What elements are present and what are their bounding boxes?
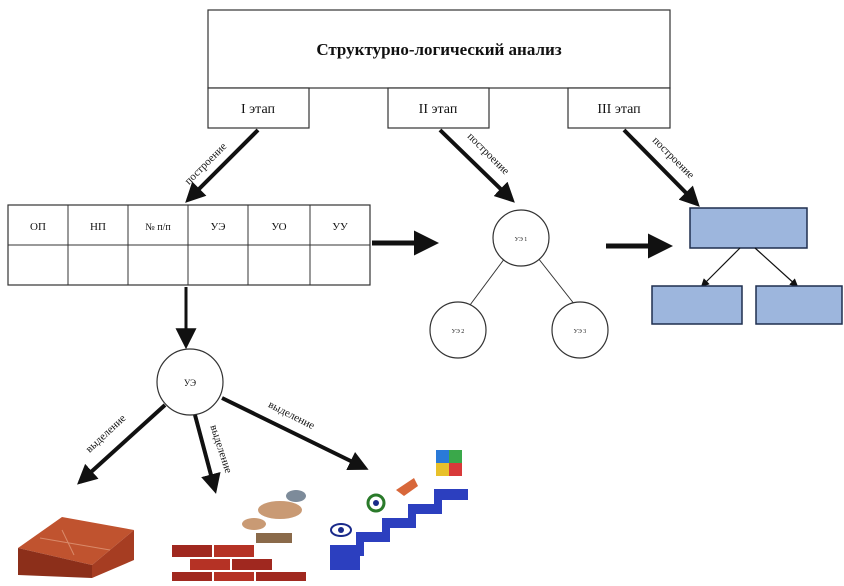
stage-2-label: II этап — [419, 102, 458, 117]
staircase-icon — [330, 450, 468, 570]
table-header-num: № п/п — [145, 222, 171, 233]
element-tree: УЭ 1 УЭ 2 УЭ 3 — [429, 209, 609, 359]
tree-node-root — [492, 209, 550, 267]
stage-1-label: I этап — [241, 102, 275, 117]
tree-node-left — [429, 301, 487, 359]
stage-3-label: III этап — [597, 102, 641, 117]
structure-scheme — [651, 207, 843, 325]
ue-node — [156, 348, 224, 416]
structure-left-box — [651, 285, 743, 325]
structure-top-box — [689, 207, 808, 249]
structure-right-box — [755, 285, 843, 325]
page-title: Структурно-логический анализ — [316, 40, 562, 59]
arrow-label-extract-1: выделение — [84, 412, 129, 455]
stage-1: I этап — [207, 87, 310, 129]
table-header-uu: УУ — [332, 221, 348, 233]
tree-node-right-label: УЭ 3 — [574, 329, 587, 335]
arrow-stage2-graph — [438, 128, 515, 203]
table-header-op: ОП — [30, 221, 46, 233]
arrow-label-build-3: построение — [650, 134, 697, 181]
stage-2: II этап — [387, 87, 490, 129]
title-box — [207, 9, 671, 89]
arrow-label-build-2: построение — [465, 130, 512, 177]
tree-node-root-label: УЭ 1 — [515, 237, 528, 243]
arrow-extract-2 — [193, 414, 221, 494]
table-header-ue: УЭ — [211, 221, 226, 233]
ue-node-label: УЭ — [184, 378, 196, 388]
arrow-stage3-boxes — [622, 128, 700, 207]
arrow-extract-1 — [77, 403, 167, 485]
analysis-table: ОП НП № п/п УЭ УО УУ — [7, 204, 371, 286]
brick-icon — [18, 517, 134, 578]
arrow-stage1-table — [185, 128, 260, 203]
arrow-extract-3 — [221, 396, 369, 470]
tree-node-left-label: УЭ 2 — [452, 329, 465, 335]
table-header-np: НП — [90, 221, 106, 233]
tree-node-right — [551, 301, 609, 359]
brick-wall-icon — [172, 490, 306, 581]
stage-3: III этап — [567, 87, 671, 129]
arrow-label-extract-3: выделение — [266, 399, 316, 432]
arrow-label-extract-2: выделение — [207, 423, 234, 474]
table-header-uo: УО — [271, 221, 286, 233]
